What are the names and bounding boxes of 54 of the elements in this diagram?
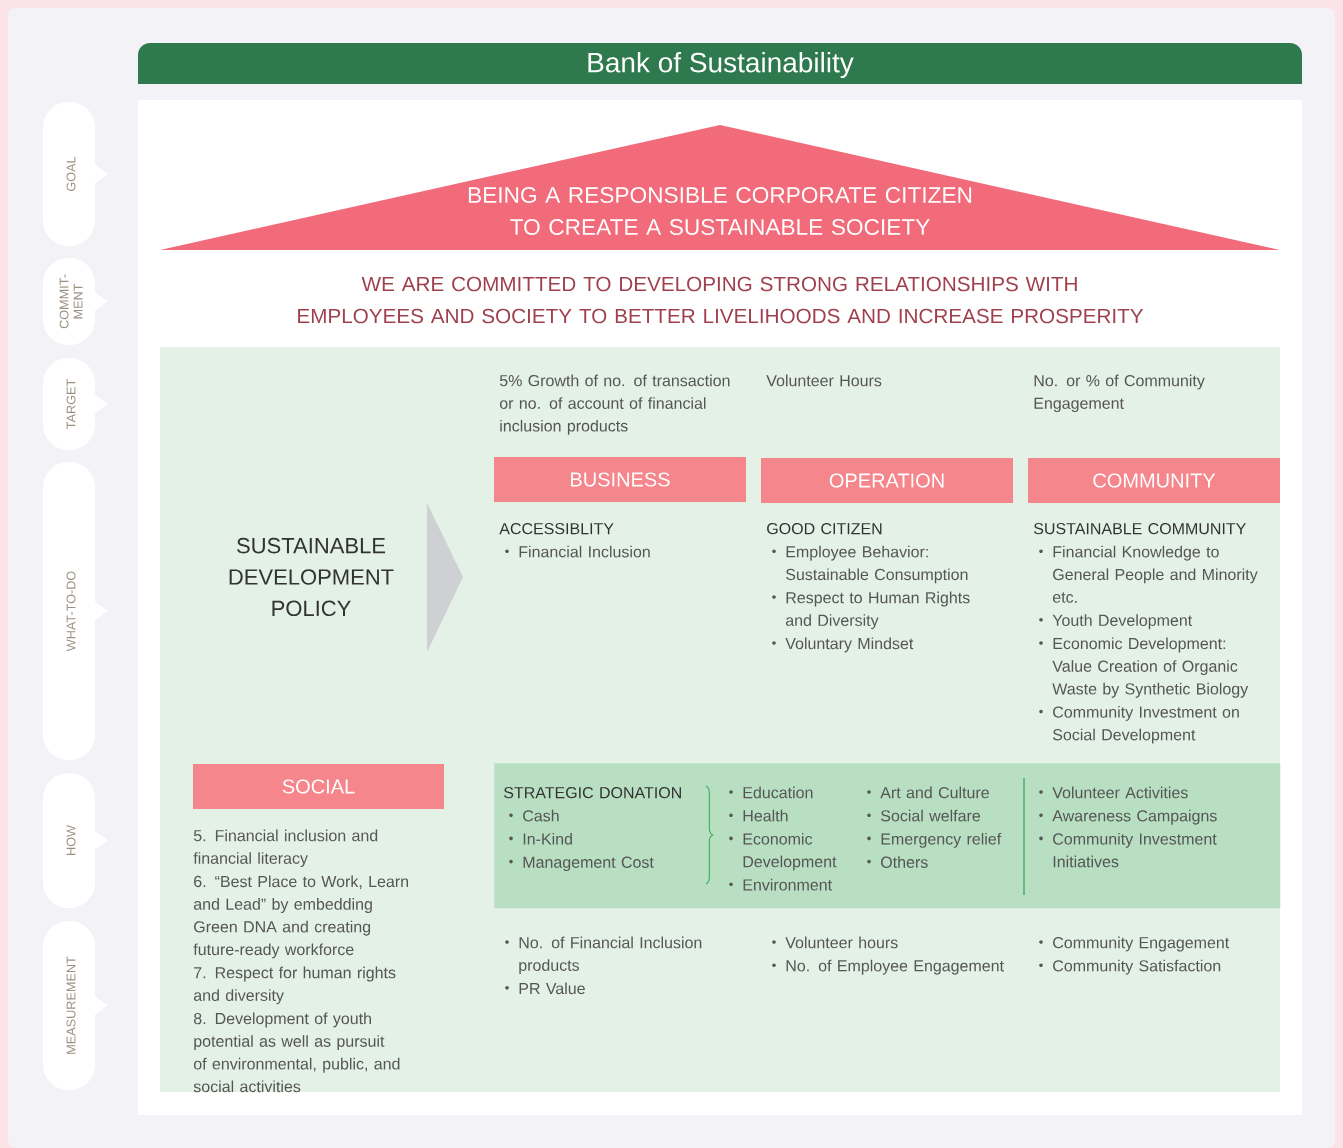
category-header: COMMUNITY xyxy=(1028,458,1280,503)
side-tab: COMMIT- MENT xyxy=(43,258,108,345)
commitment-statement: WE ARE COMMITTED TO DEVELOPING STRONG RELATIONSHIPS WITH EMPLOYEES AND SOCIETY TO BETTER LIVELIHOODS AND INCREASE PROSPERITY xyxy=(298,276,1144,324)
list-item: Financial Inclusion xyxy=(519,545,650,558)
category-header: OPERATION xyxy=(761,458,1013,503)
list-item: Voluntary Mindset xyxy=(785,637,914,653)
target-text: Volunteer Hours xyxy=(766,374,882,387)
side-tab: MEASUREMENT xyxy=(43,921,108,1090)
column-heading: ACCESSIBLITY xyxy=(499,522,614,535)
list-item: In-Kind xyxy=(523,832,572,845)
target-text: No. or % of Community Engagement xyxy=(1034,374,1205,413)
list-item: Youth Development xyxy=(1052,614,1193,630)
goal-triangle: BEING A RESPONSIBLE CORPORATE CITIZEN TO CREATE A SUSTAINABLE SOCIETY xyxy=(160,125,1280,250)
list-item: Community Investment on Social Development xyxy=(1053,706,1239,744)
list-item: Volunteer hours xyxy=(785,936,898,949)
how-panel xyxy=(494,763,1281,909)
title-banner: Bank of Sustainability xyxy=(138,43,1302,84)
list-item: Respect to Human Rights and Diversity xyxy=(785,591,970,630)
list-item: Cash xyxy=(523,809,559,822)
column-heading: GOOD CITIZEN xyxy=(767,522,882,535)
list-item: Volunteer Activities xyxy=(1052,786,1188,799)
panel-heading: STRATEGIC DONATION xyxy=(504,786,681,799)
list-item: Art and Culture xyxy=(880,786,989,799)
list-item: PR Value xyxy=(519,982,585,995)
list-item: No. of Financial Inclusion products xyxy=(519,936,702,975)
list-item: Education xyxy=(743,786,813,799)
list-item: Health xyxy=(743,809,788,822)
list-item: Others xyxy=(881,856,928,868)
list-item: Environment xyxy=(743,878,832,891)
side-tab: WHAT-TO-DO xyxy=(43,462,108,760)
category-header: SOCIAL xyxy=(193,764,444,809)
list-item: Financial Knowledge to General People and Minority etc. xyxy=(1052,545,1258,603)
column-heading: SUSTAINABLE COMMUNITY xyxy=(1034,522,1246,535)
list-item: No. of Employee Engagement xyxy=(786,959,1004,975)
list-item: Community Engagement xyxy=(1053,936,1230,952)
list-item: 7. Respect for human rights and diversity xyxy=(193,966,396,1005)
list-item: Management Cost xyxy=(523,856,654,872)
side-tab: TARGET xyxy=(43,358,108,450)
category-header: BUSINESS xyxy=(494,457,746,502)
list-item: Social welfare xyxy=(881,809,980,822)
list-item: 8. Development of youth potential as well as pursuit of environmental, public, and social activities xyxy=(193,1012,400,1093)
list-item: Community Investment Initiatives xyxy=(1053,832,1217,868)
list-item: Awareness Campaigns xyxy=(1052,809,1217,825)
list-item: 5. Financial inclusion and financial literacy xyxy=(193,829,378,868)
target-text: 5% Growth of no. of transaction or no. of account of financial inclusion products xyxy=(499,374,730,435)
policy-heading: SUSTAINABLE DEVELOPMENT POLICY xyxy=(229,537,394,617)
list-item: Economic Development: Value Creation of Organic Waste by Synthetic Biology xyxy=(1052,637,1249,698)
list-item: 6. “Best Place to Work, Learn and Lead” by embedding Green DNA and creating future-ready workforce xyxy=(193,875,408,959)
list-item: Economic Development xyxy=(743,832,837,871)
list-item: Employee Behavior: Sustainable Consumption xyxy=(786,545,968,584)
side-tab: GOAL xyxy=(43,102,108,246)
side-tab: HOW xyxy=(43,773,108,908)
list-item: Emergency relief xyxy=(881,832,1002,848)
list-item: Community Satisfaction xyxy=(1053,959,1221,975)
